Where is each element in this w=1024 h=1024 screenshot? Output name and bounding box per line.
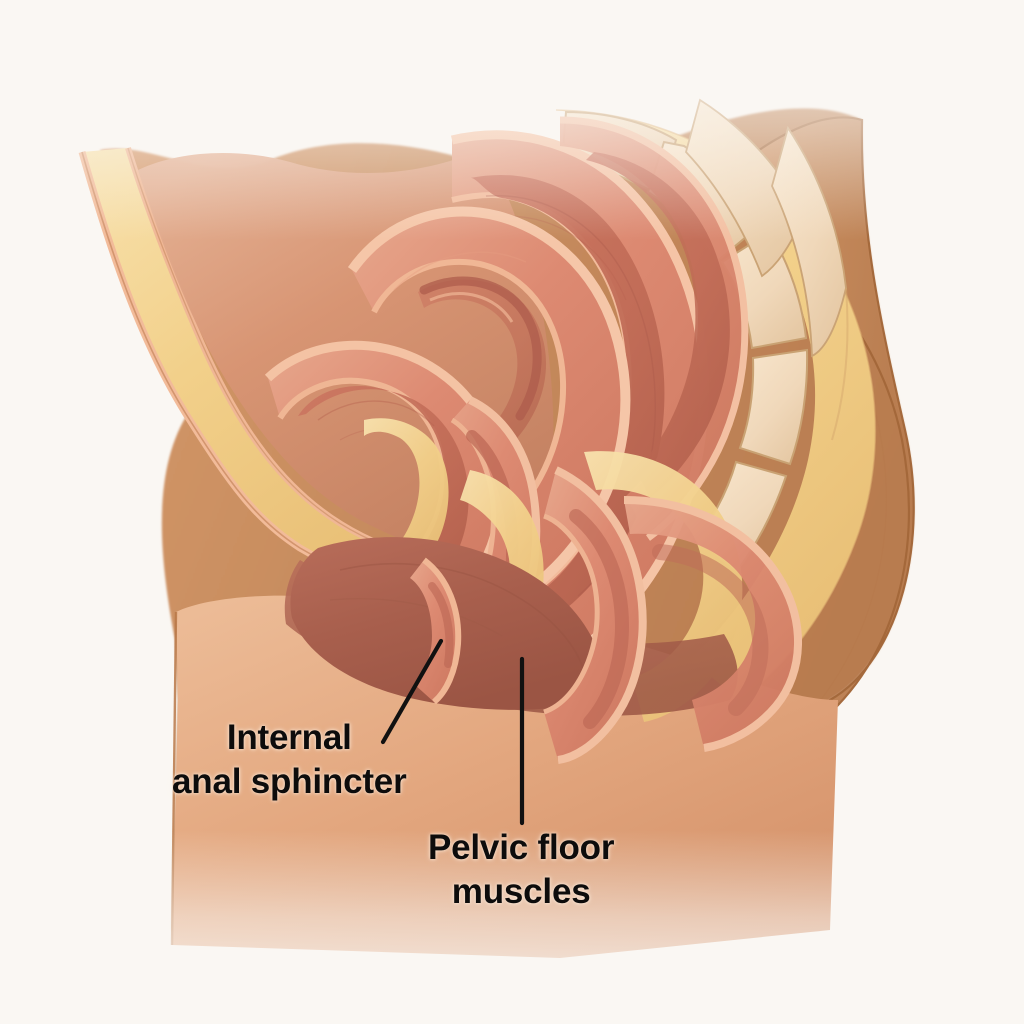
label-line-2: anal sphincter bbox=[172, 762, 407, 801]
leader-line-internal-anal-sphincter bbox=[380, 638, 444, 745]
anal-canal bbox=[410, 557, 462, 705]
label-internal-anal-sphincter: Internal anal sphincter bbox=[172, 716, 407, 804]
levator-slab-right bbox=[623, 496, 802, 752]
label-line-1: Internal bbox=[226, 718, 352, 757]
top-fade bbox=[0, 0, 1024, 240]
label-line-1: Pelvic floor bbox=[428, 828, 615, 867]
bottom-fade bbox=[0, 830, 1024, 1024]
leader-lines bbox=[380, 638, 525, 826]
rectum-wall bbox=[452, 134, 705, 668]
label-line-2: muscles bbox=[451, 872, 591, 911]
presacral-fat bbox=[556, 110, 876, 700]
label-pelvic-floor-muscles: Pelvic floor muscles bbox=[428, 826, 614, 914]
posterior-rectal-wall bbox=[543, 466, 647, 764]
